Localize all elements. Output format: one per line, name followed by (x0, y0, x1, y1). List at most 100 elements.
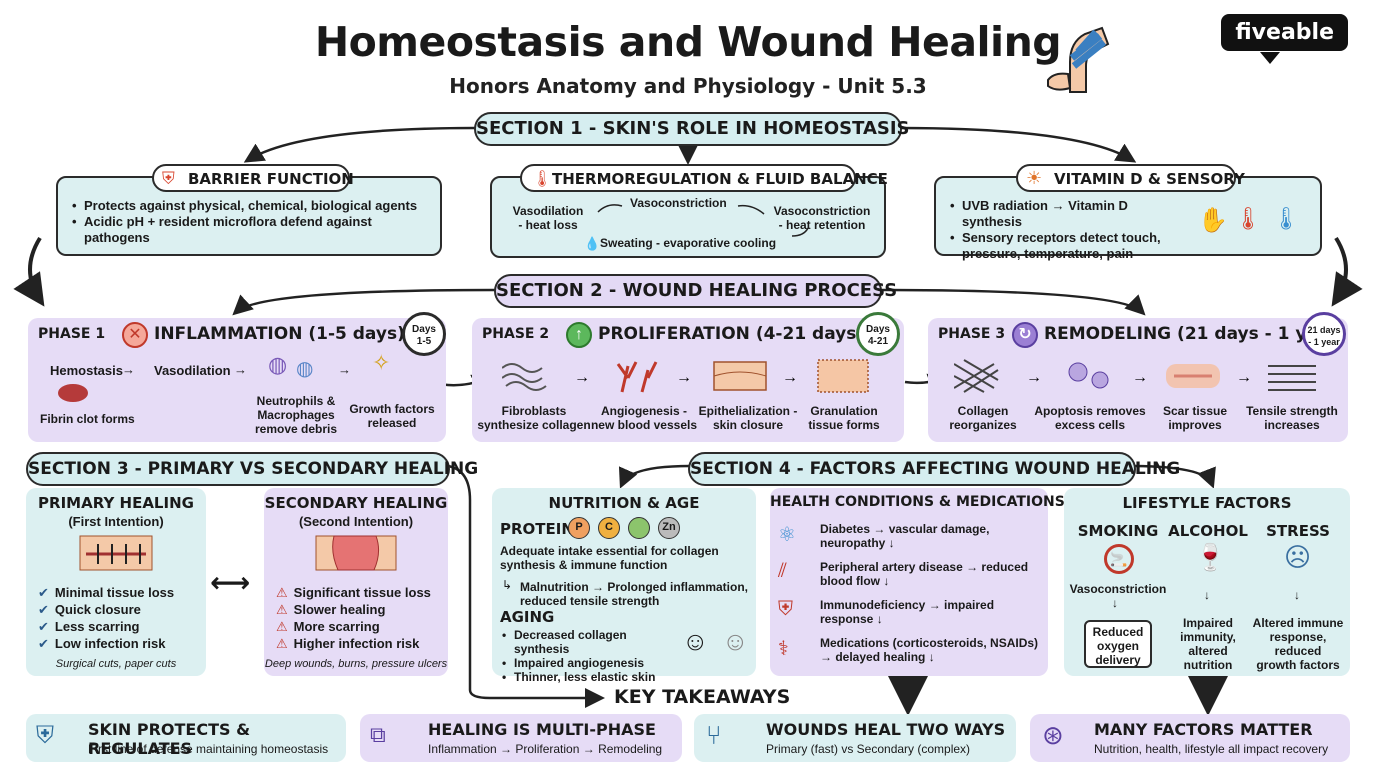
phase3-step-apoptosis: Apoptosis removes excess cells (1034, 404, 1146, 432)
vitamin-title-pill: ☀ VITAMIN D & SENSORY (1016, 164, 1245, 192)
section3-title: SECTION 3 - PRIMARY VS SECONDARY HEALING (26, 452, 478, 486)
primary-title: PRIMARY HEALING (38, 494, 194, 512)
inflammation-x-icon: ✕ (122, 322, 148, 348)
phase3-step-scar: Scar tissue improves (1162, 404, 1228, 432)
takeaway-title: MANY FACTORS MATTER (1094, 720, 1313, 739)
phase3-illustrations: → → → (954, 359, 1316, 393)
phase1-growth-text: Growth factors released (349, 402, 435, 430)
vitamin-c-badge: C (598, 517, 620, 539)
check-icon: ✔ (38, 619, 49, 634)
svg-text:→: → (1132, 369, 1148, 386)
health-item-immuno: Immunodeficiency → impaired response ↓ (820, 598, 995, 626)
phase2-title: PROLIFERATION (4-21 days) (598, 324, 865, 344)
phase2-step-granulation: Granulation tissue forms (808, 404, 880, 432)
arrow-icon: → (234, 362, 247, 377)
primary-example: Surgical cuts, paper cuts (55, 658, 177, 670)
sun-icon: ☀ (1026, 168, 1043, 188)
shield-alert-icon: ⛨ (778, 598, 793, 620)
health-item-medications: Medications (corticosteroids, NSAIDs) → … (820, 636, 1039, 664)
phase3-label: PHASE 3 (938, 326, 1006, 342)
vitamin-item: Sensory receptors detect touch, pressure… (950, 230, 1188, 262)
bandaged-arm-icon (1047, 26, 1110, 93)
phase1-label: PHASE 1 (38, 326, 106, 342)
arrow-icon: → (122, 362, 135, 377)
phase3-step-collagen: Collagen reorganizes (949, 404, 1017, 432)
takeaway-title: WOUNDS HEAL TWO WAYS (766, 720, 1006, 739)
secondary-title: SECONDARY HEALING (264, 494, 448, 512)
vitamin-d-card: UVB radiation → Vitamin D synthesis Sens… (934, 176, 1322, 261)
takeaway-card: ⧉ HEALING IS MULTI-PHASE Inflammation → … (360, 714, 682, 762)
alcohol-label: ALCOHOL (1168, 522, 1248, 540)
vasodilation-text: Vasodilation - heat loss (512, 204, 584, 232)
section2-title: SECTION 2 - WOUND HEALING PROCESS (494, 274, 897, 308)
takeaway-sub: Inflammation → Proliferation → Remodelin… (428, 742, 663, 756)
vitamin-title: VITAMIN D & SENSORY (1054, 170, 1245, 188)
takeaway-sub: First line of defense maintaining homeos… (88, 742, 329, 756)
fiveable-logo: fiveable (1221, 14, 1348, 51)
thermo-title-pill: 🌡 THERMOREGULATION & FLUID BALANCE (520, 164, 888, 192)
phase3-step-tensile: Tensile strength increases (1246, 404, 1338, 432)
vasoconstriction-mid-text: Vasoconstriction (630, 196, 727, 210)
sparkles-icon: ✧ (372, 350, 391, 375)
secondary-healing-card: SECONDARY HEALING (Second Intention) ⚠Si… (264, 488, 448, 676)
secondary-sub: (Second Intention) (298, 514, 414, 529)
stress-effect: Altered immune response, reduced growth … (1252, 616, 1344, 672)
macrophage-icon: ◍ (296, 358, 314, 380)
phase2-step-fibroblasts: Fibroblasts synthesize collagen (477, 404, 591, 432)
split-arrows-icon: ⑂ (706, 720, 722, 750)
health-conditions-card: HEALTH CONDITIONS & MEDICATIONS ⚛ Diabet… (770, 488, 1065, 676)
droplet-icon: 💧 (584, 236, 601, 251)
section4-title: SECTION 4 - FACTORS AFFECTING WOUND HEAL… (688, 452, 1180, 486)
primary-item: ✔Less scarring (38, 619, 140, 634)
down-arrow-icon: ↓ (1204, 588, 1210, 602)
phase1-title: INFLAMMATION (1-5 days) (154, 324, 405, 344)
hot-thermometer-icon: 🌡 (1234, 206, 1262, 231)
thermo-title: THERMOREGULATION & FLUID BALANCE (552, 170, 888, 188)
check-icon: ✔ (38, 585, 49, 600)
malnutrition-text: Malnutrition → Prolonged inflammation, r… (520, 580, 748, 608)
phase2-label: PHASE 2 (482, 326, 550, 342)
takeaway-card: ⑂ WOUNDS HEAL TWO WAYS Primary (fast) vs… (694, 714, 1016, 762)
health-item-pad: Peripheral artery disease → reduced bloo… (820, 560, 1029, 588)
face-old-icon: ☺ (722, 626, 749, 656)
shield-icon: ⛨ (162, 169, 175, 188)
takeaway-sub: Nutrition, health, lifestyle all impact … (1094, 742, 1329, 756)
warning-icon: ⚠ (276, 636, 288, 651)
protein-badge: P (568, 517, 590, 539)
secondary-item: ⚠More scarring (276, 619, 380, 634)
takeaway-card: ⛨ SKIN PROTECTS & REGULATES First line o… (26, 714, 346, 762)
face-aging-icon: ☺ (682, 626, 709, 656)
check-icon: ✔ (38, 636, 49, 651)
aging-label: AGING (500, 608, 555, 626)
no-smoking-icon: 🚬 (1104, 544, 1134, 574)
phase3-timer: 21 days - 1 year (1302, 312, 1346, 356)
health-title: HEALTH CONDITIONS & MEDICATIONS (770, 494, 1065, 510)
remodeling-cycle-icon: ↻ (1012, 322, 1038, 348)
double-arrow-icon: ⟷ (210, 567, 251, 598)
phase1-step-vasodilation: Vasodilation (154, 363, 231, 378)
phase3-title: REMODELING (21 days - 1 year) (1044, 324, 1346, 344)
secondary-item: ⚠Significant tissue loss (276, 585, 431, 600)
artery-icon: ⫽ (778, 560, 787, 582)
lifestyle-card: LIFESTYLE FACTORS SMOKING ALCOHOL STRESS… (1064, 488, 1350, 676)
phase2-illustrations: → → → (502, 359, 869, 393)
phase3-card: PHASE 3 ↻ REMODELING (21 days - 1 year) … (928, 312, 1348, 442)
warning-icon: ⚠ (276, 585, 288, 600)
secondary-list: ⚠Significant tissue loss ⚠Slower healing… (276, 584, 431, 652)
phase2-step-angiogenesis: Angiogenesis - new blood vessels (590, 404, 698, 432)
immune-cells-icon: ◍ (268, 352, 288, 377)
warning-icon: ⚠ (276, 619, 288, 634)
barrier-item: Acidic pH + resident microflora defend a… (72, 214, 432, 246)
svg-text:→: → (782, 369, 798, 386)
svg-text:→: → (676, 369, 692, 386)
primary-item: ✔Quick closure (38, 602, 141, 617)
primary-healing-card: PRIMARY HEALING (First Intention) ✔Minim… (26, 488, 206, 676)
phase2-timer: Days 4-21 (856, 312, 900, 356)
cold-thermometer-icon: 🌡 (1272, 206, 1300, 231)
aging-list: Decreased collagen synthesis Impaired an… (502, 628, 678, 684)
aging-item: Impaired angiogenesis (502, 656, 678, 670)
page-subtitle: Honors Anatomy and Physiology - Unit 5.3 (449, 74, 927, 98)
arrow-icon: → (338, 362, 351, 377)
takeaway-card: ⊛ MANY FACTORS MATTER Nutrition, health,… (1030, 714, 1350, 762)
